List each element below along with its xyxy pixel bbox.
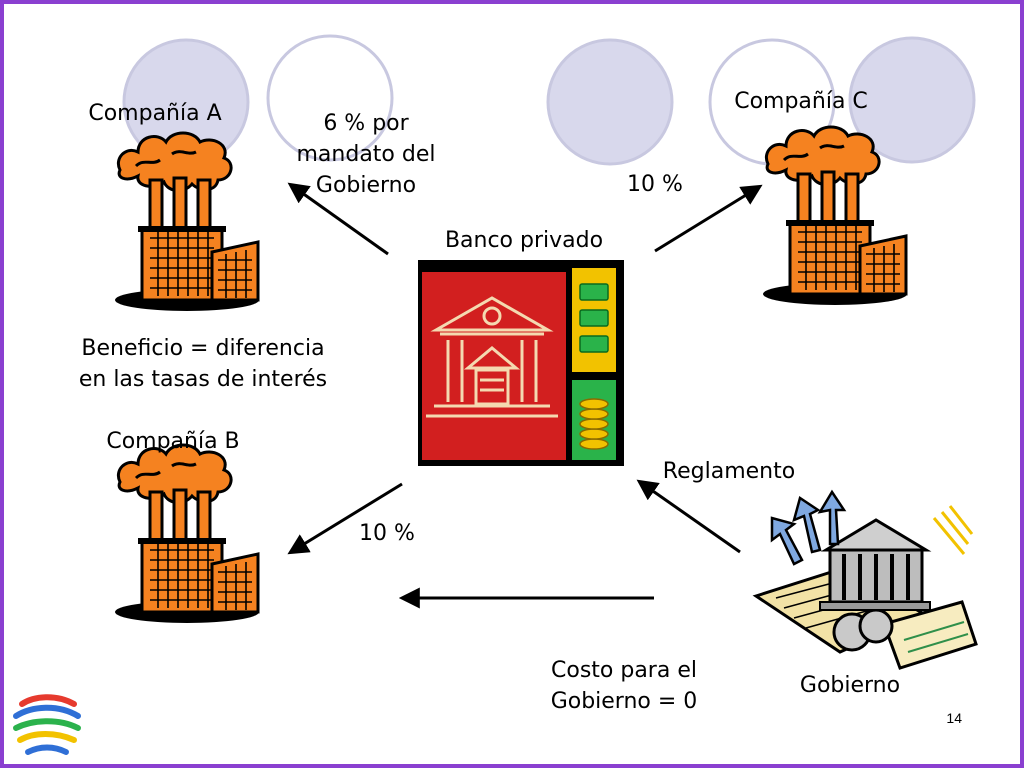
page-number: 14 xyxy=(946,710,962,726)
label-company-a: Compañía A xyxy=(88,101,222,126)
cost-line-1: Costo para el xyxy=(551,658,697,683)
label-profit: Beneficio = diferencia en las tasas de i… xyxy=(48,333,358,395)
cost-line-2: Gobierno = 0 xyxy=(550,689,698,714)
label-bank: Banco privado xyxy=(444,228,604,253)
label-company-c: Compañía C xyxy=(734,89,868,114)
bank-building-icon xyxy=(418,260,624,466)
arrow-bank-to-company-a xyxy=(287,182,389,256)
profit-line-1: Beneficio = diferencia xyxy=(81,336,325,361)
mandate-line-1: 6 % por xyxy=(323,111,409,136)
mandate-line-3: Gobierno xyxy=(315,173,417,198)
flow-arrows xyxy=(287,182,763,609)
label-regulation: Reglamento xyxy=(662,459,796,484)
label-government: Gobierno xyxy=(799,673,901,698)
arrow-government-to-bank xyxy=(636,479,741,554)
mandate-line-2: mandato del xyxy=(296,142,436,167)
arrow-bank-to-company-c xyxy=(654,184,763,253)
circle-decoration xyxy=(266,34,394,162)
circle-decoration xyxy=(546,38,674,166)
wto-logo-icon xyxy=(13,694,81,755)
label-mandate: 6 % por mandato del Gobierno xyxy=(266,108,466,201)
government-building-icon xyxy=(752,489,978,670)
profit-line-2: en las tasas de interés xyxy=(78,367,328,392)
arrow-bank-to-company-b xyxy=(287,482,403,555)
background-circles xyxy=(122,34,976,166)
label-rate-company-b: 10 % xyxy=(359,521,415,546)
label-company-b: Compañía B xyxy=(106,429,240,454)
circle-decoration xyxy=(848,36,976,164)
label-rate-company-c: 10 % xyxy=(627,172,683,197)
factory-icon-company-a xyxy=(113,131,261,313)
factory-icon-company-b xyxy=(113,443,261,625)
diagram-artwork xyxy=(13,34,978,755)
label-cost: Costo para el Gobierno = 0 xyxy=(514,655,734,717)
